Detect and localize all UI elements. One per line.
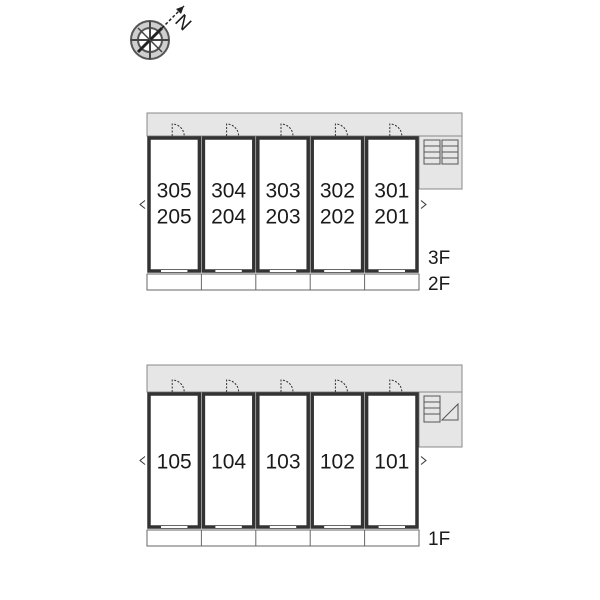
unit-wall xyxy=(256,392,310,529)
unit-number-3f: 301 xyxy=(374,180,409,203)
unit-number-3f: 305 xyxy=(157,180,192,203)
lower-balcony xyxy=(146,529,420,547)
lower-corridor xyxy=(146,364,463,393)
unit-number-2f: 204 xyxy=(211,206,246,229)
unit-wall xyxy=(310,136,365,273)
unit-number-2f: 205 xyxy=(157,206,192,229)
unit-wall xyxy=(256,136,310,273)
floor-label-1f: 1F xyxy=(428,529,450,550)
door-icon xyxy=(226,379,240,393)
compass-icon xyxy=(130,5,185,60)
unit-number-3f: 304 xyxy=(211,180,246,203)
upper-balcony xyxy=(146,273,420,291)
unit-number-1f: 102 xyxy=(320,451,355,474)
door-icon xyxy=(171,123,185,137)
door-icon xyxy=(171,379,185,393)
unit-number-3f: 303 xyxy=(265,180,300,203)
door-icon xyxy=(389,123,403,137)
door-icon xyxy=(226,123,240,137)
unit-number-3f: 302 xyxy=(320,180,355,203)
unit-number-1f: 101 xyxy=(374,451,409,474)
unit-number-1f: 105 xyxy=(157,451,192,474)
door-icon xyxy=(280,123,294,137)
side-marker-right xyxy=(420,456,427,465)
unit-number-1f: 103 xyxy=(265,451,300,474)
unit-105[interactable]: 105 xyxy=(146,379,202,546)
unit-wall xyxy=(147,136,202,273)
unit-number-2f: 202 xyxy=(320,206,355,229)
door-icon xyxy=(280,379,294,393)
unit-number-1f: 104 xyxy=(211,451,246,474)
unit-104[interactable]: 104 xyxy=(200,379,256,546)
floor-label-2f: 2F xyxy=(428,274,450,295)
door-icon xyxy=(389,379,403,393)
unit-number-2f: 203 xyxy=(265,206,300,229)
upper-stairs xyxy=(423,139,459,165)
door-icon xyxy=(334,379,348,393)
unit-wall xyxy=(310,392,365,529)
unit-number-2f: 201 xyxy=(374,206,409,229)
side-marker-left xyxy=(139,456,146,465)
floor-label-3f: 3F xyxy=(428,248,450,269)
lower-stairs xyxy=(423,395,459,423)
unit-wall xyxy=(201,136,256,273)
unit-103[interactable]: 103 xyxy=(255,379,310,546)
upper-corridor xyxy=(146,112,463,137)
door-icon xyxy=(334,123,348,137)
unit-wall xyxy=(364,136,419,273)
side-marker-left xyxy=(139,200,146,209)
unit-101[interactable]: 101 xyxy=(364,379,419,546)
compass-north-label: N xyxy=(170,11,195,36)
lower-building-block: 105 104 103 102 101 1F xyxy=(139,364,463,550)
side-marker-right xyxy=(420,200,427,209)
unit-102[interactable]: 102 xyxy=(309,379,365,546)
unit-wall xyxy=(147,392,202,529)
